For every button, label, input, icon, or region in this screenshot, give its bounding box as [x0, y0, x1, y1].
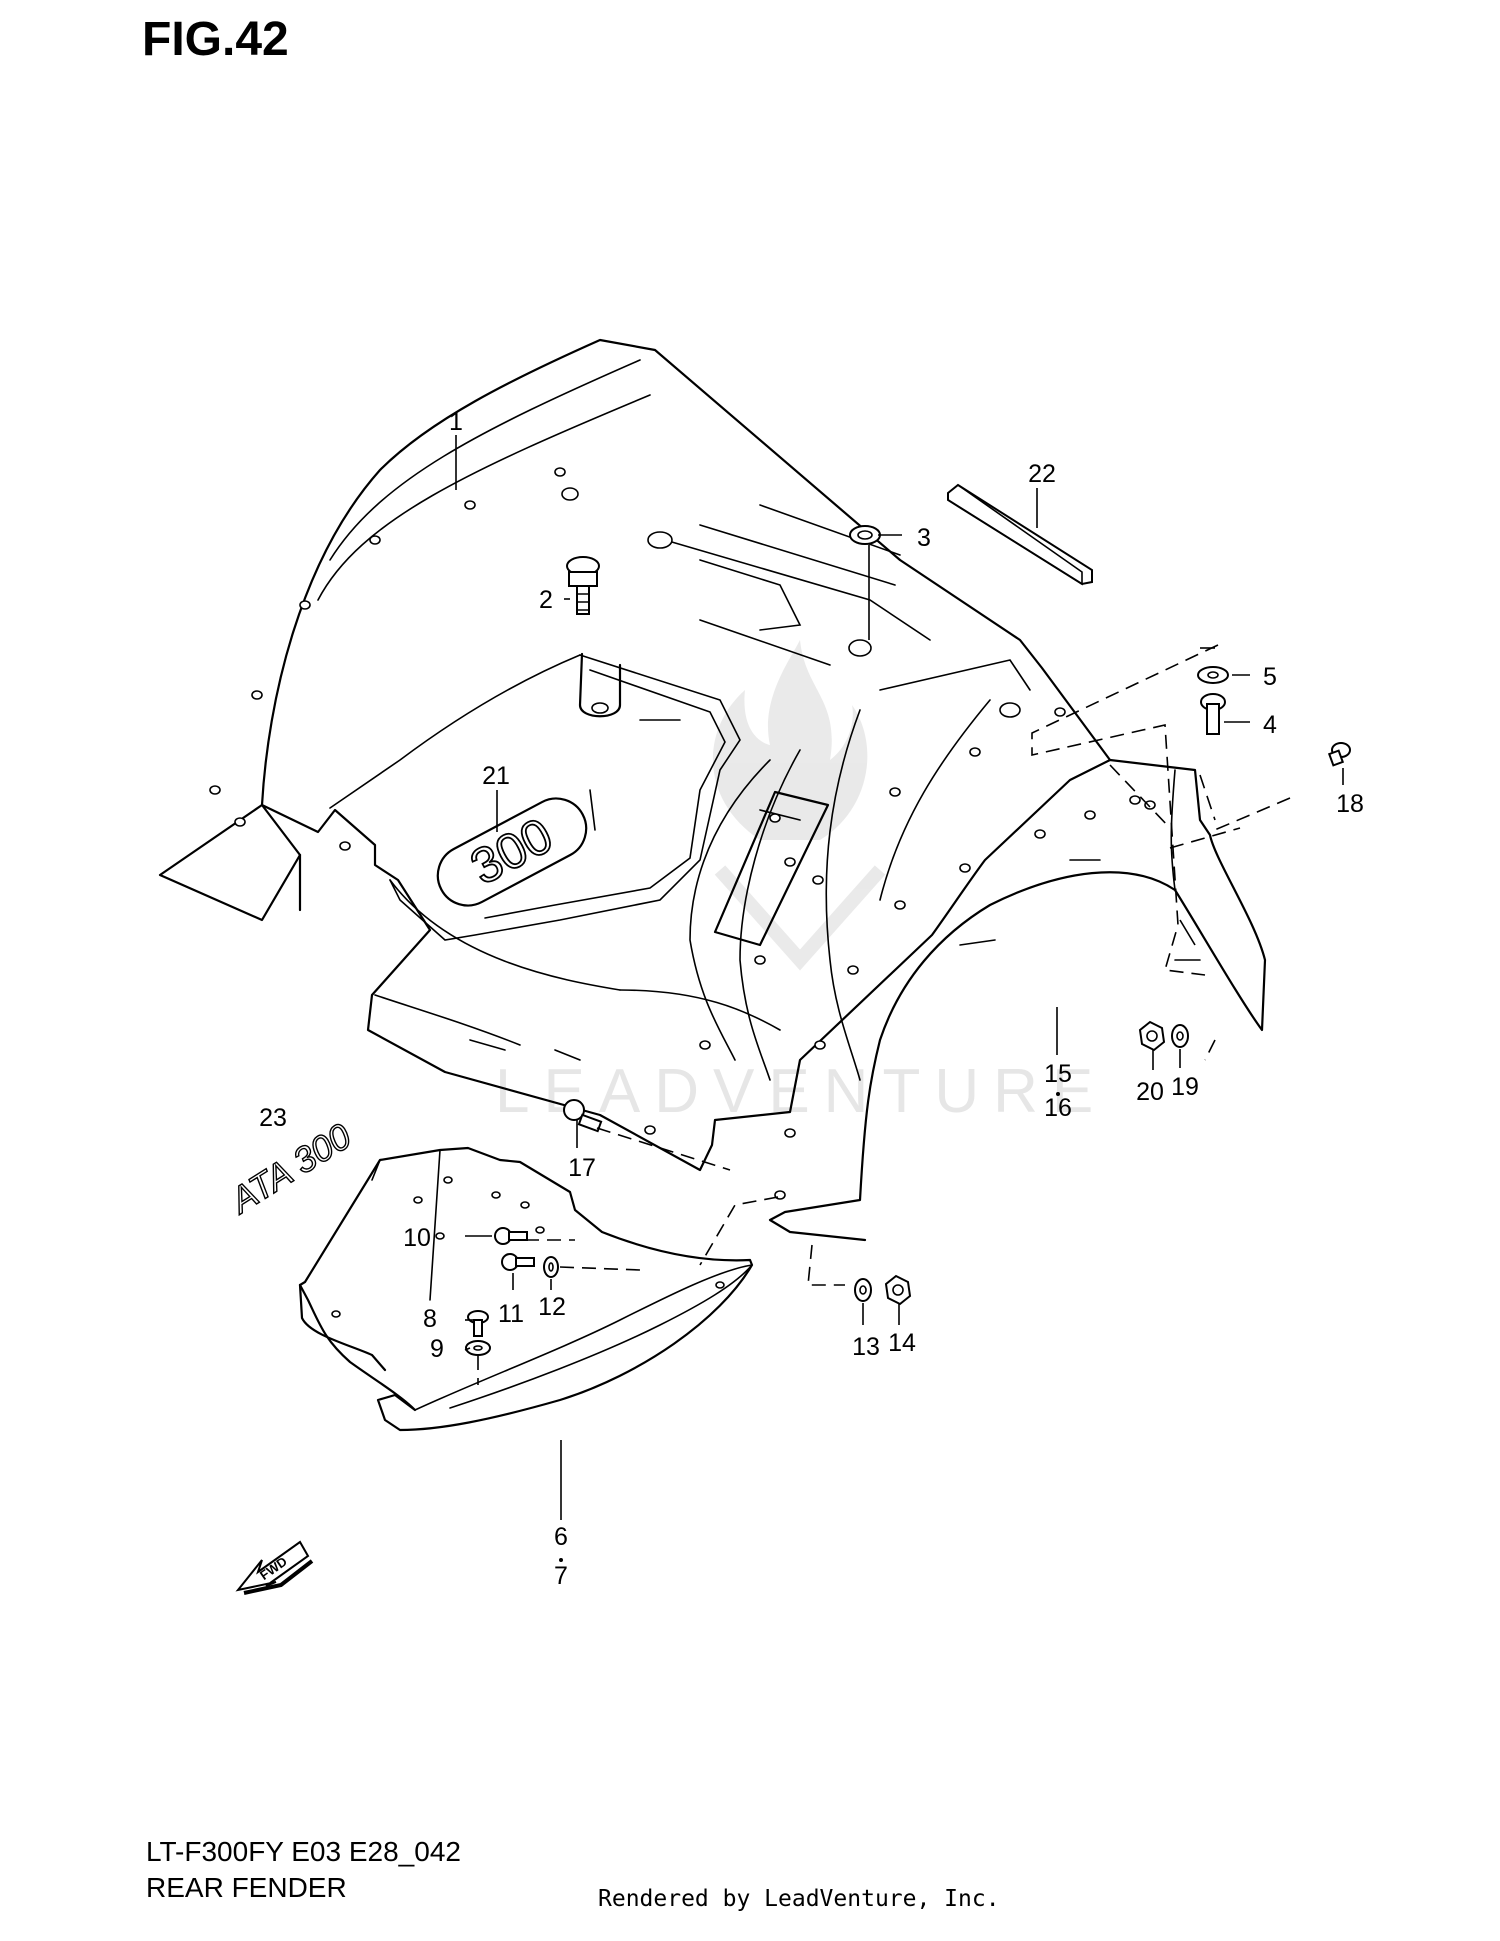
washer-19: [1171, 1024, 1189, 1048]
screw-10: [494, 1227, 528, 1245]
figure-title: FIG.42: [142, 13, 289, 66]
callout-4: 4: [1263, 711, 1277, 739]
lower-mudguard: [298, 1146, 754, 1432]
engine-badge-300: 300: [436, 797, 588, 907]
bolt-4: [1200, 693, 1226, 735]
callout-22: 22: [1028, 460, 1056, 488]
callout-17: 17: [568, 1154, 596, 1182]
callout-7: 7: [554, 1562, 568, 1590]
callout-10: 10: [403, 1224, 431, 1252]
seal-strip-22: [947, 483, 1093, 586]
callout-15: 15: [1044, 1060, 1072, 1088]
fwd-arrow-icon: FWD: [235, 1540, 314, 1595]
nut-14: [884, 1274, 912, 1306]
callout-14: 14: [888, 1329, 916, 1357]
screw-11: [501, 1253, 535, 1271]
callout-6: 6: [554, 1523, 568, 1551]
fender-extension: [768, 758, 1267, 1242]
bolt-2: [566, 556, 600, 615]
callout-18: 18: [1336, 790, 1364, 818]
callout-11: 11: [498, 1300, 524, 1328]
callout-2: 2: [539, 586, 553, 614]
callout-5: 5: [1263, 663, 1277, 691]
bolt-17: [563, 1099, 603, 1133]
callout-16: 16: [1044, 1094, 1072, 1122]
callout-20: 20: [1136, 1078, 1164, 1106]
watermark: LEADVENTURE: [495, 640, 1093, 1126]
callout-8: 8: [423, 1305, 437, 1333]
rear-fender-body: [158, 338, 1112, 1172]
screw-18: [1327, 742, 1351, 767]
callout-separator-dot: [559, 1558, 563, 1562]
nut-20: [1138, 1020, 1166, 1052]
callout-13: 13: [852, 1333, 880, 1361]
screw-8: [467, 1310, 489, 1337]
washer-5: [1197, 666, 1229, 684]
render-credit: Rendered by LeadVenture, Inc.: [598, 1886, 1000, 1912]
callout-separator-dot: [1056, 1092, 1060, 1096]
callout-19: 19: [1171, 1073, 1199, 1101]
callout-9: 9: [430, 1335, 444, 1363]
nut-3: [849, 525, 881, 545]
model-code: LT-F300FY E03 E28_042: [146, 1836, 461, 1867]
washer-9: [465, 1340, 491, 1356]
callout-3: 3: [917, 524, 931, 552]
callout-1: 1: [449, 408, 463, 436]
mounting-holes: [209, 467, 1066, 1135]
clip-12: [543, 1256, 559, 1278]
side-decal-23: ATA 300: [221, 1114, 359, 1222]
badge-text: 300: [462, 807, 562, 896]
hardware: [465, 483, 1351, 1356]
washer-13: [854, 1278, 872, 1302]
callout-23: 23: [259, 1104, 287, 1132]
callout-12: 12: [538, 1293, 566, 1321]
flame-logo-icon: [712, 640, 886, 971]
section-name: REAR FENDER: [146, 1872, 347, 1903]
callouts: 1 2 3 4 5 6 7 8 9 10 11 12 13 14 15 16 1…: [259, 408, 1364, 1590]
callout-21: 21: [482, 762, 510, 790]
leader-lines: [455, 435, 1344, 1520]
decal-text: ATA 300: [222, 1115, 359, 1222]
